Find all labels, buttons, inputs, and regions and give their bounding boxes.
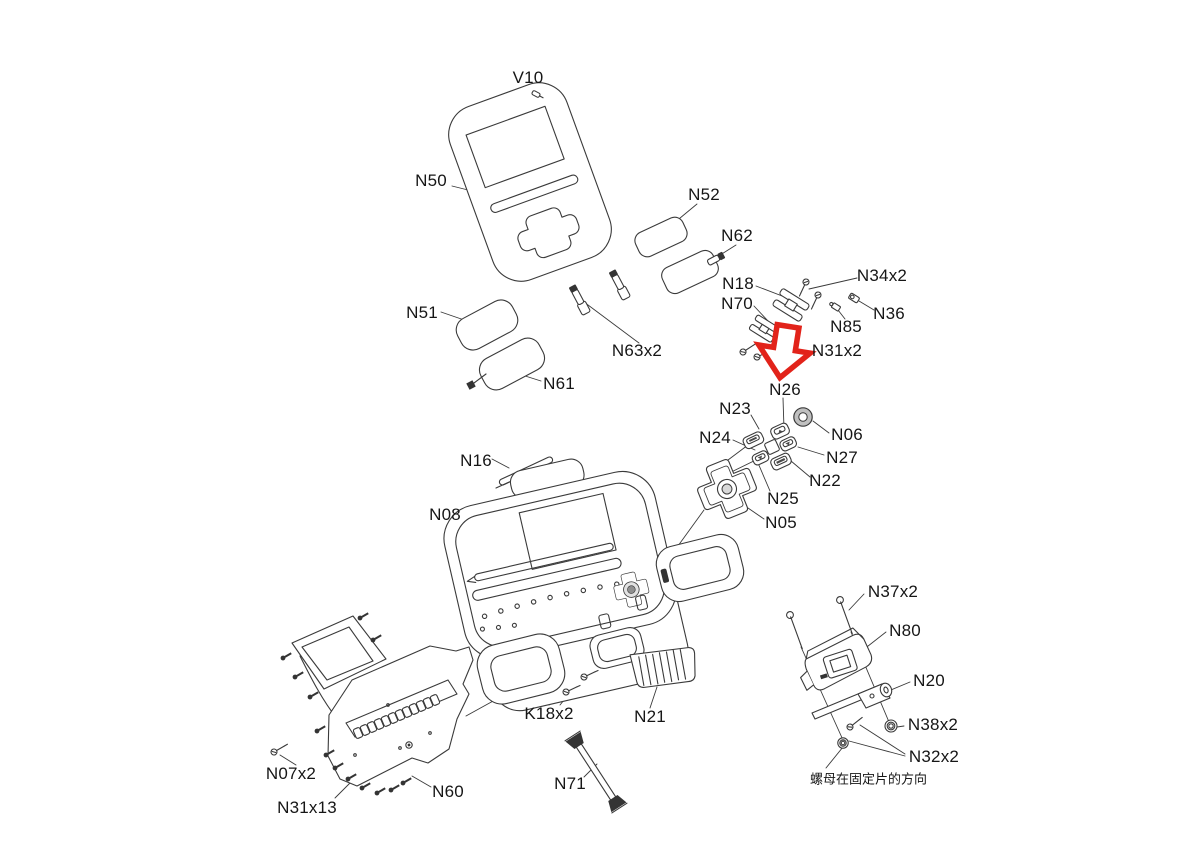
console-right-tray (655, 533, 745, 603)
part-label-N52: N52 (688, 185, 720, 204)
part-label-N05: N05 (765, 513, 797, 532)
part-label-N20: N20 (913, 671, 945, 690)
part-n70-bracket (748, 314, 780, 343)
part-label-K18x2: K18x2 (524, 704, 574, 723)
part-label-N80: N80 (889, 621, 921, 640)
part-label-N61: N61 (543, 374, 575, 393)
part-n62-bolt (706, 251, 726, 266)
part-n20-plate (811, 682, 893, 720)
part-label-N08: N08 (429, 505, 461, 524)
part-n38-nut (884, 719, 898, 733)
part-label-N26: N26 (769, 380, 801, 399)
part-n50-top-cover (448, 82, 612, 282)
part-n32-nut (837, 737, 849, 749)
part-label-N24: N24 (699, 428, 731, 447)
part-label-N31x2: N31x2 (811, 341, 863, 360)
part-n21-grille (629, 647, 696, 688)
part-label-N62: N62 (721, 226, 753, 245)
part-label-N16: N16 (460, 451, 492, 470)
part-n08-console (443, 458, 745, 712)
part-label-N38x2: N38x2 (907, 715, 959, 734)
part-n06-ring (793, 407, 813, 427)
part-n71-rod (564, 730, 628, 814)
part-label-N21: N21 (634, 707, 666, 726)
part-label-N31x13: N31x13 (277, 798, 337, 817)
part-v10-screw (531, 90, 544, 99)
part-label-N70: N70 (721, 294, 753, 313)
part-n05-dpad-assembly (689, 451, 765, 527)
part-label-N34x2: N34x2 (856, 266, 908, 285)
part-label-N51: N51 (406, 303, 438, 322)
part-label-V10: V10 (512, 68, 544, 87)
console-dpad (610, 569, 652, 611)
part-n60-board (327, 645, 474, 787)
part-label-N37x2: N37x2 (867, 582, 919, 601)
part-label-N63x2: N63x2 (611, 341, 663, 360)
part-label-N06: N06 (831, 425, 863, 444)
part-label-N36: N36 (873, 304, 905, 323)
part-label-N22: N22 (809, 471, 841, 490)
part-label-N27: N27 (826, 448, 858, 467)
part-label-N71: N71 (554, 774, 586, 793)
nut-direction-note: 螺母在固定片的方向 (810, 771, 928, 787)
part-button-cluster (742, 422, 798, 471)
part-label-N60: N60 (432, 782, 464, 801)
part-label-N18: N18 (722, 274, 754, 293)
part-label-N32x2: N32x2 (908, 747, 960, 766)
part-n36 (848, 292, 860, 304)
part-n85 (829, 301, 841, 312)
part-label-N23: N23 (719, 399, 751, 418)
part-label-N25: N25 (767, 489, 799, 508)
part-n18-bracket (772, 288, 810, 322)
part-n61-pad (466, 337, 546, 391)
highlight-arrow (753, 321, 817, 382)
part-n80-bracket (800, 627, 873, 691)
part-label-N85: N85 (830, 317, 862, 336)
part-label-N50: N50 (415, 171, 447, 190)
console-left-tray (476, 633, 566, 705)
part-label-N07x2: N07x2 (265, 764, 317, 783)
console-screen (518, 492, 617, 570)
part-n51-pad (455, 299, 519, 351)
n60-keycap-row (352, 694, 441, 739)
